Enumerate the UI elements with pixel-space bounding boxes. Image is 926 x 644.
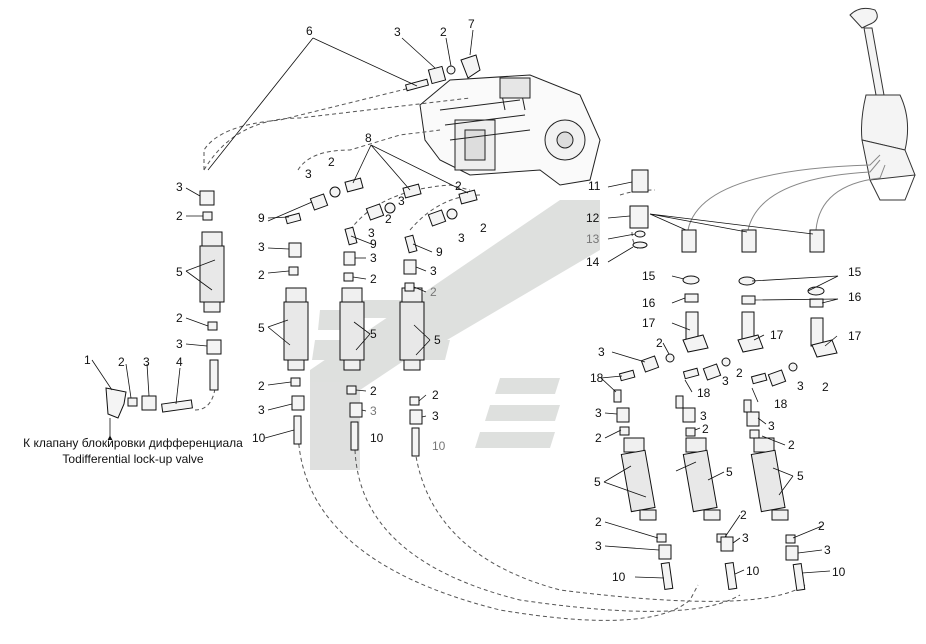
callout-12: 12 [586,211,600,225]
callout-3: 3 [143,355,150,369]
callout-10: 10 [252,431,266,445]
callout-3: 3 [797,379,804,393]
callout-13: 13 [586,232,600,246]
valve-r1 [620,437,657,521]
cable-lines [687,154,886,231]
callout-7: 7 [468,17,475,31]
callout-10: 10 [746,564,760,578]
fittings [105,54,838,591]
callout-3: 3 [700,409,707,423]
callout-2: 2 [258,379,265,393]
valve-left [199,231,225,313]
callout-2: 2 [822,380,829,394]
callout-15: 15 [848,265,862,279]
callout-2: 2 [595,431,602,445]
callout-3: 3 [432,409,439,423]
callout-18: 18 [590,371,604,385]
callout-2: 2 [480,221,487,235]
callout-10: 10 [612,570,626,584]
callout-3: 3 [258,403,265,417]
callout-3: 3 [595,406,602,420]
callout-2: 2 [370,272,377,286]
callout-3: 3 [824,543,831,557]
gearbox-illustration [419,74,601,186]
callout-2: 2 [656,336,663,350]
callout-3: 3 [176,180,183,194]
callout-2: 2 [740,508,747,522]
callout-4: 4 [176,355,183,369]
callout-3: 3 [595,539,602,553]
callout-3: 3 [398,194,405,208]
callout-5: 5 [434,333,441,347]
leader-lines [91,29,839,579]
callout-16: 16 [642,296,656,310]
callout-8: 8 [365,131,372,145]
callout-16: 16 [848,290,862,304]
callout-5: 5 [176,265,183,279]
callout-2: 2 [118,355,125,369]
callout-3: 3 [370,404,377,418]
callout-3: 3 [305,167,312,181]
callout-3: 3 [768,419,775,433]
callout-5: 5 [258,321,265,335]
callout-2: 2 [818,519,825,533]
callout-2: 2 [736,366,743,380]
callout-2: 2 [702,422,709,436]
gear-lever-illustration [849,7,916,201]
valve-r2 [682,437,721,521]
callout-9: 9 [436,245,443,259]
callout-2: 2 [258,268,265,282]
callout-5: 5 [797,469,804,483]
dashed-tubes [194,87,806,621]
callout-2: 2 [432,388,439,402]
callout-18: 18 [697,386,711,400]
callout-2: 2 [385,212,392,226]
caption-ru: К клапану блокировки дифференциала [23,436,243,450]
callout-2: 2 [328,155,335,169]
callout-17: 17 [770,328,784,342]
callout-10: 10 [832,565,846,579]
callout-2: 2 [176,209,183,223]
callout-2: 2 [430,285,437,299]
callout-3: 3 [258,240,265,254]
callout-10: 10 [432,439,446,453]
valve-col3 [399,287,425,371]
caption-en: Todifferential lock-up valve [62,452,204,466]
callout-3: 3 [598,345,605,359]
callout-18: 18 [774,397,788,411]
callout-9: 9 [370,237,377,251]
callout-2: 2 [788,438,795,452]
callout-15: 15 [642,269,656,283]
callout-2: 2 [176,311,183,325]
callout-2: 2 [595,515,602,529]
callout-9: 9 [258,211,265,225]
callout-3: 3 [722,374,729,388]
callout-5: 5 [594,475,601,489]
callout-2: 2 [370,384,377,398]
callout-numbers: 6 3 2 7 8 3 2 3 2 5 2 3 4 1 2 3 3 2 9 3 … [84,17,862,584]
valve-col1 [283,287,309,371]
callout-5: 5 [370,327,377,341]
callout-11: 11 [588,179,601,193]
callout-1: 1 [84,353,91,367]
callout-10: 10 [370,431,384,445]
callout-3: 3 [458,231,465,245]
callout-3: 3 [368,226,375,240]
valve-r3 [750,437,789,521]
callout-2: 2 [455,179,462,193]
callout-6: 6 [306,24,313,38]
callout-3: 3 [430,264,437,278]
callout-3: 3 [742,531,749,545]
callout-14: 14 [586,255,600,269]
callout-17: 17 [642,316,656,330]
callout-3: 3 [394,25,401,39]
callout-3: 3 [176,337,183,351]
callout-17: 17 [848,329,862,343]
callout-5: 5 [726,465,733,479]
callout-3: 3 [370,251,377,265]
valve-col2 [339,287,365,371]
callout-2: 2 [440,25,447,39]
